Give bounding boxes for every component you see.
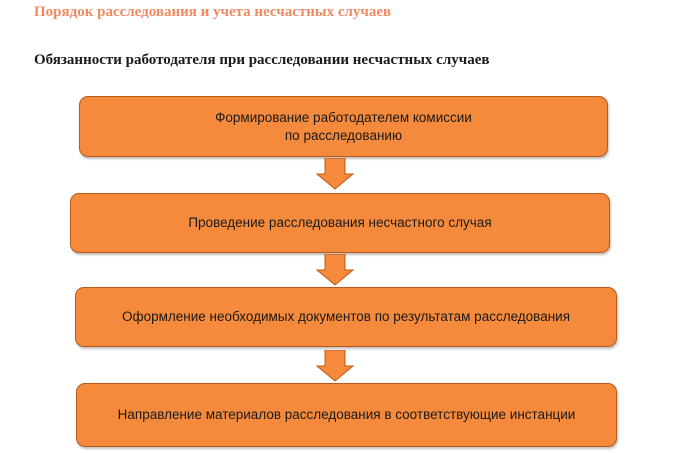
down-arrow-icon <box>315 350 355 382</box>
down-arrow-icon <box>315 158 355 190</box>
step-text-line: по расследованию <box>284 127 403 143</box>
step-text-line: Формирование работодателем комиссии <box>215 109 472 125</box>
step-text-line: Направление материалов расследования в с… <box>117 407 576 422</box>
flow-step-prepare-documents: Оформление необходимых документов по рез… <box>75 287 617 347</box>
step-text-line: Проведение расследования несчастного слу… <box>188 215 492 230</box>
step-text-line: Оформление необходимых документов по рез… <box>121 309 571 324</box>
diagram-subtitle: Обязанности работодателя при расследован… <box>34 52 490 68</box>
flow-step-conduct-investigation: Проведение расследования несчастного слу… <box>70 193 610 253</box>
flow-step-send-materials: Направление материалов расследования в с… <box>76 383 617 447</box>
flow-step-form-commission: Формирование работодателем комиссии по р… <box>79 96 608 157</box>
page-title: Порядок расследования и учета несчастных… <box>34 4 392 20</box>
down-arrow-icon <box>315 254 355 286</box>
